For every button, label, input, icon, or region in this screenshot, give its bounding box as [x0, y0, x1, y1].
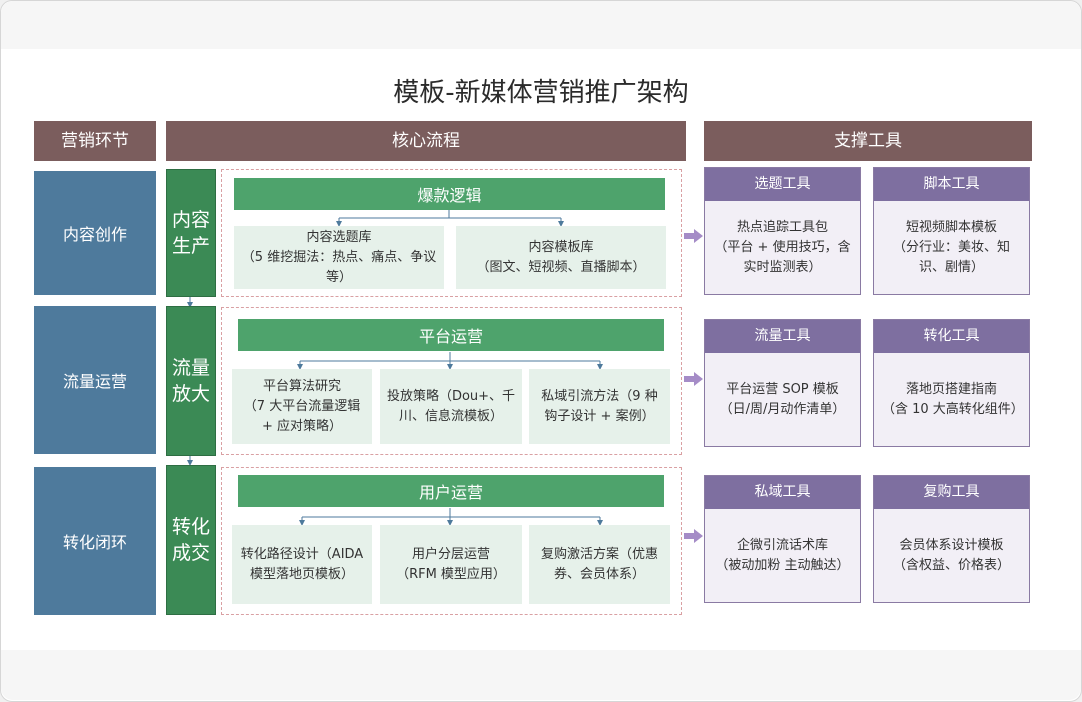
tool-arrow-3: [684, 529, 703, 543]
box-template-library-text: 内容模板库 （图文、短视频、直播脚本）: [476, 239, 646, 275]
tool-repurchase: 复购工具 会员体系设计模板 （含权益、价格表）: [873, 475, 1030, 603]
box-ad-strategy: 投放策略（Dou+、千川、信息流模板）: [380, 369, 522, 444]
tool-topic-body: 热点追踪工具包 （平台 + 使用技巧，含实时监测表）: [714, 219, 851, 275]
stage-traffic-ops: 流量运营: [34, 306, 156, 454]
process-conversion-deal: 转化成交: [166, 465, 216, 615]
box-private-traffic-text: 私域引流方法（9 种钩子设计 + 案例）: [541, 388, 658, 424]
tool-traffic-title: 流量工具: [705, 320, 860, 353]
box-topic-library: 内容选题库 （5 维挖掘法：热点、痛点、争议等）: [234, 226, 444, 289]
tool-script-title: 脚本工具: [874, 168, 1029, 201]
tool-conversion-title: 转化工具: [874, 320, 1029, 353]
process-label-1: 内容生产: [171, 209, 210, 257]
tool-arrow-1: [684, 229, 703, 243]
box-private-traffic: 私域引流方法（9 种钩子设计 + 案例）: [529, 369, 670, 444]
box-ad-strategy-text: 投放策略（Dou+、千川、信息流模板）: [386, 388, 516, 424]
tool-script: 脚本工具 短视频脚本模板 （分行业：美妆、知识、剧情）: [873, 167, 1030, 295]
bottom-band: [1, 650, 1081, 700]
tool-arrows: [684, 229, 703, 543]
diagram-title: 模板-新媒体营销推广架构: [393, 78, 689, 108]
branch-connector-row1: [336, 210, 564, 227]
process-group-3: [221, 467, 682, 615]
process-group-2: [221, 307, 682, 455]
box-user-segmentation: 用户分层运营 （RFM 模型应用）: [380, 525, 522, 604]
tool-repurchase-title: 复购工具: [874, 476, 1029, 509]
box-user-segmentation-text: 用户分层运营 （RFM 模型应用）: [396, 546, 506, 582]
stage-content-creation: 内容创作: [34, 171, 156, 295]
branch-connector-row3: [299, 508, 603, 526]
box-conversion-path: 转化路径设计（AIDA 模型落地页模板）: [232, 525, 372, 604]
bar-viral-logic: 爆款逻辑: [234, 178, 665, 210]
box-repurchase: 复购激活方案（优惠券、会员体系）: [529, 525, 670, 604]
process-traffic-amplify: 流量放大: [166, 306, 216, 456]
tool-private: 私域工具 企微引流话术库 （被动加粉 主动触达）: [704, 475, 861, 603]
process-content-production: 内容生产: [166, 169, 216, 297]
top-band: [1, 1, 1081, 49]
bar-platform-ops: 平台运营: [238, 319, 664, 351]
bar-user-ops: 用户运营: [238, 475, 664, 507]
header-process: 核心流程: [166, 121, 686, 161]
box-repurchase-text: 复购激活方案（优惠券、会员体系）: [540, 546, 658, 582]
box-template-library: 内容模板库 （图文、短视频、直播脚本）: [456, 226, 666, 289]
tool-conversion-body: 落地页搭建指南 （含 10 大高转化组件）: [882, 381, 1024, 417]
tool-repurchase-body: 会员体系设计模板 （含权益、价格表）: [892, 537, 1010, 573]
tool-topic: 选题工具 热点追踪工具包 （平台 + 使用技巧，含实时监测表）: [704, 167, 861, 295]
stage-conversion-loop: 转化闭环: [34, 467, 156, 615]
tool-script-body: 短视频脚本模板 （分行业：美妆、知识、剧情）: [892, 219, 1010, 275]
branch-connector-row2: [297, 352, 603, 370]
box-conversion-path-text: 转化路径设计（AIDA 模型落地页模板）: [240, 546, 364, 582]
tool-topic-title: 选题工具: [705, 168, 860, 201]
process-label-2: 流量放大: [171, 357, 210, 405]
box-topic-library-text: 内容选题库 （5 维挖掘法：热点、痛点、争议等）: [241, 229, 437, 285]
tool-conversion: 转化工具 落地页搭建指南 （含 10 大高转化组件）: [873, 319, 1030, 447]
box-algorithm-research-text: 平台算法研究 （7 大平台流量逻辑 + 应对策略）: [243, 378, 361, 434]
tool-traffic: 流量工具 平台运营 SOP 模板 （日/周/月动作清单）: [704, 319, 861, 447]
tool-private-title: 私域工具: [705, 476, 860, 509]
tool-arrow-2: [684, 372, 703, 386]
process-label-3: 转化成交: [171, 516, 210, 564]
tool-traffic-body: 平台运营 SOP 模板 （日/周/月动作清单）: [719, 381, 846, 417]
header-stages: 营销环节: [34, 121, 156, 161]
box-algorithm-research: 平台算法研究 （7 大平台流量逻辑 + 应对策略）: [232, 369, 372, 444]
tool-private-body: 企微引流话术库 （被动加粉 主动触达）: [715, 537, 850, 573]
header-tools: 支撑工具: [704, 121, 1032, 161]
process-group-1: [221, 169, 682, 297]
